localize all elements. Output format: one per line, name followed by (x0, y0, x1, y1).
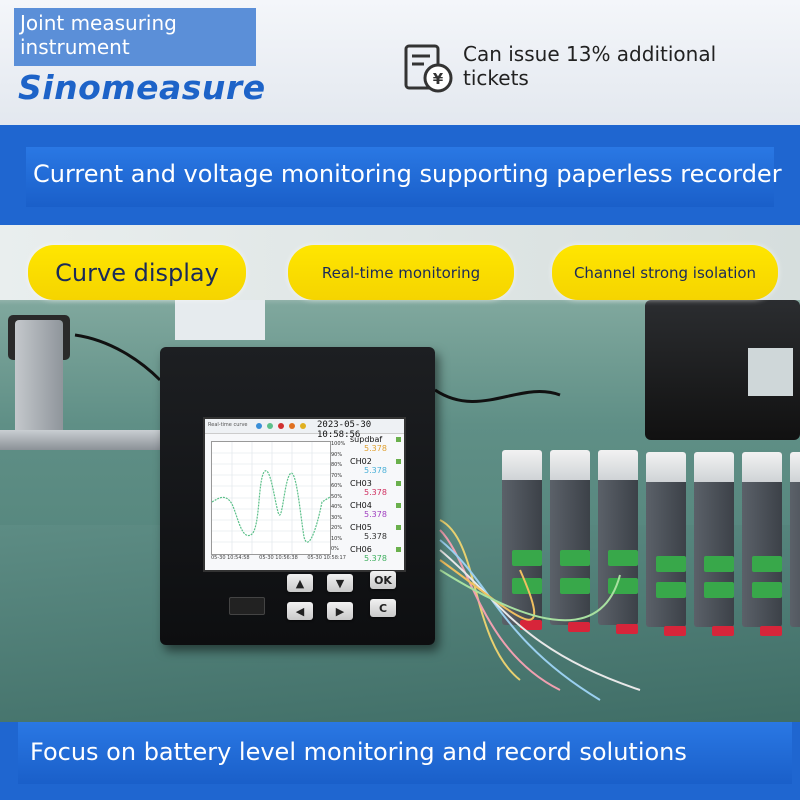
bottom-banner-panel (18, 722, 792, 784)
channel-check-icon (396, 525, 401, 530)
bottom-banner-text: Focus on battery level monitoring and re… (30, 738, 687, 766)
terminal-block (512, 550, 542, 566)
brand-logo: Sinomeasure (18, 68, 266, 107)
percent-tick: 70% (331, 472, 343, 479)
percent-tick: 40% (331, 504, 343, 510)
time-axis: 05-30 10:54:58 05-30 10:56:38 05-30 10:5… (211, 555, 351, 561)
channel-value: 5.378 (364, 466, 387, 475)
curve-chart (211, 441, 331, 555)
terminal-block (560, 550, 590, 566)
badge-text: Joint measuring instrument (20, 11, 177, 59)
channel-check-icon (396, 503, 401, 508)
left-button[interactable]: ◀ (287, 602, 313, 620)
curve-line (212, 470, 330, 543)
screen-status-bar: Real-time curve 2023-05-30 10:58:56 (205, 419, 404, 440)
status-icons (256, 423, 306, 429)
time-label: 05-30 10:58:17 (307, 555, 346, 561)
channel-name: CH04 (350, 501, 372, 510)
percent-tick: 80% (331, 462, 343, 468)
percent-tick: 90% (331, 451, 343, 458)
channel-name: CH03 (350, 479, 372, 488)
terminal-block (656, 582, 686, 598)
time-label: 05-30 10:54:58 (211, 555, 250, 561)
module (550, 450, 590, 625)
terminal-block (656, 556, 686, 572)
terminal-block (704, 556, 734, 572)
percent-axis: 100% 90% 80% 70% 60% 50% 40% 30% 20% 10% 0% (331, 441, 349, 553)
pressure-sensor (15, 320, 63, 440)
up-button[interactable]: ▲ (287, 574, 313, 592)
percent-tick: 0% (331, 546, 339, 552)
channel-name: CH05 (350, 523, 372, 532)
feature-pill-isolation: Channel strong isolation (552, 245, 778, 300)
terminal-block (608, 550, 638, 566)
channel-check-icon (396, 459, 401, 464)
right-button[interactable]: ▶ (327, 602, 353, 620)
channel-name: supdbaf (350, 435, 383, 444)
ok-button[interactable]: OK (370, 571, 396, 589)
percent-tick: 100% (331, 441, 346, 447)
terminal-block (752, 582, 782, 598)
percent-tick: 30% (331, 514, 343, 521)
channel-check-icon (396, 547, 401, 552)
top-banner-text: Current and voltage monitoring supportin… (33, 160, 782, 188)
din-clip (568, 622, 590, 632)
percent-tick: 50% (331, 493, 343, 500)
channel-value: 5.378 (364, 510, 387, 519)
top-banner-panel (26, 147, 774, 207)
channel-name: CH02 (350, 457, 372, 466)
terminal-block (752, 556, 782, 572)
svg-text:¥: ¥ (433, 70, 444, 88)
feature-pill-curve: Curve display (28, 245, 246, 300)
cancel-button[interactable]: C (370, 599, 396, 617)
din-clip (520, 620, 542, 630)
channel-check-icon (396, 437, 401, 442)
channel-value: 5.378 (364, 554, 387, 563)
usb-port (229, 597, 265, 615)
percent-tick: 10% (331, 535, 343, 542)
din-clip (616, 624, 638, 634)
down-button[interactable]: ▼ (327, 574, 353, 592)
battery-device-display (748, 348, 793, 396)
notice-text: Can issue 13% additional tickets (463, 42, 717, 90)
module (790, 452, 800, 627)
background-equipment (175, 300, 265, 340)
percent-tick: 60% (331, 483, 343, 489)
receipt-yuan-icon: ¥ (404, 44, 453, 93)
channel-value: 5.378 (364, 488, 387, 497)
terminal-block (560, 578, 590, 594)
badge-background (14, 8, 256, 66)
din-clip (664, 626, 686, 636)
channel-value: 5.378 (364, 444, 387, 453)
screen-title: Real-time curve (208, 422, 248, 428)
module (502, 450, 542, 625)
channel-check-icon (396, 481, 401, 486)
terminal-block (704, 582, 734, 598)
channel-value: 5.378 (364, 532, 387, 541)
feature-pill-realtime: Real-time monitoring (288, 245, 514, 300)
din-clip (712, 626, 734, 636)
din-clip (760, 626, 782, 636)
time-label: 05-30 10:56:38 (259, 555, 298, 561)
percent-tick: 20% (331, 525, 343, 531)
channel-name: CH06 (350, 545, 372, 554)
screen-datetime: 2023-05-30 10:58:56 (317, 420, 372, 440)
recorder-screen: Real-time curve 2023-05-30 10:58:56 (203, 417, 406, 572)
module (598, 450, 638, 625)
